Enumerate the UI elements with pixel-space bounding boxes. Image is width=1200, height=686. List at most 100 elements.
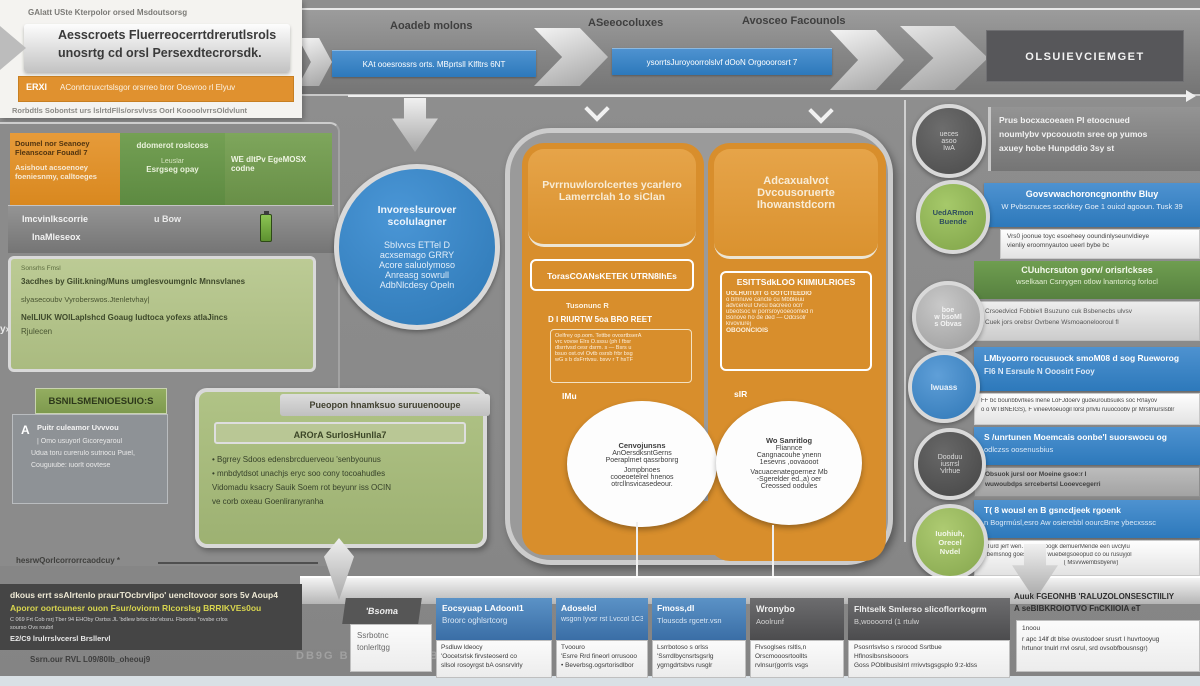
- bottom-card-body: 1noou r apc 14lf dt blse ovustodoer srus…: [1016, 620, 1200, 672]
- card-header-line: wsgon lyvsr rst Lvccol 1C3G: [561, 616, 643, 623]
- card-header-line: Wronybo: [756, 604, 795, 614]
- blue-circle-line: Anreasg sowrull: [384, 270, 450, 280]
- green-panel-line: Sonsrhs Fmsl: [21, 265, 61, 272]
- circle-line: Nvdel: [939, 546, 961, 556]
- right-row-bar: • Turd jerf wen. Stenlseoogk demuerMende…: [974, 540, 1200, 576]
- card-body-line: Flvsoglses rsltls,n: [755, 644, 807, 651]
- white-circle-line: Creossed oodules: [760, 483, 818, 490]
- center-left-header: Pvrrnuwlorolcertes ycarlero Lamerrclah 1…: [528, 149, 696, 247]
- center-left-subheader: D I RIURTW 5oa BRO REET: [548, 315, 653, 324]
- ribbon-label-3: Avosceo Facounols: [742, 15, 846, 27]
- dark-box-footer: E2/C9 lrulrrslvcersl Brsllervl: [10, 634, 111, 643]
- circle-line: w bsoMl: [934, 313, 962, 321]
- card-header-line: A seBIBKROIOTVO FnCKIIOIA eT: [1014, 604, 1141, 613]
- card-body-line: 'Ssrrdlbycnsrtsgsrlg: [657, 653, 714, 660]
- detail-line: dlsrrtvsd cesr dsrm. s — Bsrs u: [555, 345, 632, 351]
- ribbon-baseline-arrowhead: [1186, 90, 1196, 102]
- battery-icon: [260, 211, 272, 242]
- right-row-line: o o WTBNEIGS), F vineevloeuogil lorsl pr…: [981, 407, 1175, 413]
- card-body-line: Hflnoslbsnslsooors: [854, 653, 909, 660]
- right-row-line: CUuhcrsuton gorv/ orisrlckses: [1021, 265, 1153, 275]
- right-row-line: wuwoubdps srrcebertsl Looevcegerri: [985, 481, 1101, 488]
- right-row-circle: Iuohiuh, Orecel Nvdel: [912, 504, 988, 580]
- right-row-bar: T( 8 wousl en B gsncdjeek rgoenk n Bogrm…: [974, 500, 1200, 538]
- mini-section-line: Puitr culeamor Uvvvou: [37, 423, 119, 432]
- connector-line: [772, 525, 774, 576]
- ribbon-label-2: ASeeocoluxes: [588, 17, 664, 29]
- left-white-circle: Cenvojunsns AnOersdksntGerns Poeraplmet …: [567, 401, 717, 527]
- intro-title-bar: [24, 24, 290, 72]
- card-body-line: Ssrbotnc: [357, 631, 389, 640]
- center-left-detail-box: Oelfrey op.oom. Tettbe ovosrtbserA vrc v…: [550, 329, 692, 383]
- circle-line: s Obvas: [934, 320, 962, 328]
- right-row-line: • bemsnog goes oouko, wuebelgsoeopud co …: [983, 552, 1132, 558]
- card-body-line: sllsol rosoyrgst bA osnsrvlrly: [441, 662, 523, 669]
- card-body-line: • Beverbsg.ogsrtorisdlbor: [561, 662, 634, 669]
- detail-line: advcereul Ovcu bacreeo ocrr: [726, 303, 804, 309]
- right-row-bar: Govsvwachoroncgnonthv Bluy W Pvbscnuces …: [984, 183, 1200, 227]
- circle-line: Iwuass: [930, 382, 958, 392]
- right-row-bar: Vrs0 joonue toyc esoeheey ooundinlyseunv…: [1000, 229, 1200, 259]
- bottom-card-body: Psosrrlsvlso s rsrocod Ssrtbue Hflnoslbs…: [848, 640, 1010, 678]
- right-row-circle: Dooduu iusrrsl 'vlrhue: [914, 428, 986, 500]
- bottom-card-header: Flhtselk Smlerso slicoflorrkogrm B,woooo…: [848, 598, 1010, 640]
- process-title-tab: Pueopon hnamksuo suruuenooupe: [280, 394, 490, 416]
- card-body-line: r apc 14lf dt blse ovustodoer srusrt I h…: [1022, 636, 1160, 643]
- gray-bar-center-label: u Bow: [154, 214, 181, 224]
- green-panel-line: slyasecoubv Vyroberswos.Jtenletvhay|: [21, 295, 150, 304]
- white-circle-line: Cenvojunsns: [618, 440, 666, 450]
- detail-line: kivoviurej: [726, 321, 752, 327]
- bottom-card-header: Adoselcl wsgon lyvsr rst Lvccol 1C3G: [556, 598, 648, 640]
- mini-section-line: Couguiube: iuorlt oovtese: [31, 462, 111, 469]
- center-left-circle-label: IMu: [562, 391, 577, 401]
- right-row-line: T( 8 wousl en B gsncdjeek rgoenk: [984, 505, 1121, 515]
- detail-line: wG s b dsFrrtvsu. bsvv r T hsTF: [555, 357, 634, 363]
- white-circle-line: Poeraplmet qassrbonrg: [605, 456, 679, 464]
- process-bullet: Vidomadu ksacry Sauik Soem rot beyunr is…: [212, 483, 392, 492]
- process-bullet: ve corb oxeau Goenliranyranha: [212, 497, 324, 506]
- card-body-line: rvlnsur(gorrls vsgs: [755, 662, 809, 669]
- bottom-page-strip: [0, 676, 1200, 686]
- green-panel-line: NeILIUK WOlLapIshcd Goaug Iudtoca yofexs…: [21, 313, 228, 322]
- right-row-bar: Obsuok jursl oor Moeine gsoe:r I wuwoubd…: [974, 467, 1200, 497]
- right-row-bar: Prus bocxacoeaen Pl etoocnued noumlybv v…: [988, 107, 1200, 171]
- detail-line: Oelfrey op.oom. Tettbe ovosrtbserA: [555, 333, 642, 339]
- right-row-line: n Bogrmúsl,esro Aw osierebbl oourcBme yb…: [984, 518, 1157, 527]
- blue-circle-line: AdbNlcdesy Opeln: [379, 280, 455, 290]
- card-header-line: Fmoss,dl: [657, 603, 695, 613]
- blue-circle-line: SbIvvcs ETTel D: [383, 240, 450, 250]
- white-circle-line: Jompbnoes: [623, 466, 661, 474]
- dark-box-line: C 069 Frt Cob rsrj Tber 94 EHOby Osrtss …: [10, 617, 228, 623]
- circle-line: asoo: [941, 137, 957, 145]
- strip-orange-line: Fleanscoar Fouadl 7: [15, 148, 88, 157]
- dark-box-line: Aporor oortcunesr ouon Fsur/oviorm Rlcor…: [10, 603, 262, 613]
- card-body-line: ygrngdrtsbvs rusglr: [657, 662, 713, 669]
- bottom-card-header: Auuk FGEONHB 'RALUZOLONSESCTIILIY A seBI…: [1014, 592, 1200, 613]
- bottom-card-body: Tvoouro 'Esrre Rrd fineorl orrusooo • Be…: [556, 640, 648, 678]
- process-bullet: • mnbdytdsot unachjs eryc soo cony tocoa…: [212, 469, 386, 478]
- right-connector-line: [904, 100, 906, 542]
- center-right-header-line: Ihowanstdcorn: [756, 199, 836, 211]
- card-body-line: Orscmooosrtoollts: [755, 653, 808, 660]
- dark-box-line: sourso Ovs roubrl: [10, 625, 54, 631]
- mini-section-header: BSNILSMENIOESUIO:S: [35, 388, 167, 414]
- white-circle-line: Cangnacouhe ynenn: [756, 452, 822, 459]
- center-left-tag: Tusonunc R: [566, 301, 609, 310]
- center-left-outline-title: TorasCOANsKETEK UTRN8IhEs: [530, 259, 694, 291]
- card-body-line: 'Oocetsrlsk firvsteoserd co: [441, 653, 518, 660]
- white-circle-line: cooeoetelrel hnenos: [610, 473, 674, 481]
- right-row-line: Fl6 N Esrsule N Ooosirt Fooy: [984, 367, 1095, 376]
- right-row-line: Vrs0 joonue toyc esoeheey ooundinlyseunv…: [1007, 233, 1150, 240]
- card-body-line: 'Esrre Rrd fineorl orrusooo: [561, 653, 638, 660]
- gray-bar-label: InaMleseox: [32, 232, 81, 242]
- white-circle-line: Wo Sanritlog: [765, 436, 813, 445]
- strip-green-line: Esrgseg opay: [146, 165, 199, 174]
- process-bullet: • Bgrrey Sdoos edensbrcduerveou 'senbyou…: [212, 455, 381, 464]
- circle-line: 'vlrhue: [939, 467, 961, 475]
- detail-line: o bmnuve cancte cu Mbbleuu: [726, 297, 805, 303]
- white-circle-line: AnOersdksntGerns: [612, 449, 672, 457]
- card-header-line: B,woooorrd (1 rtulw: [854, 617, 920, 626]
- card-body-line: Psosrrlsvlso s rsrocod Ssrtbue: [854, 644, 942, 651]
- bottom-card-header: 'Bsoma: [342, 598, 422, 624]
